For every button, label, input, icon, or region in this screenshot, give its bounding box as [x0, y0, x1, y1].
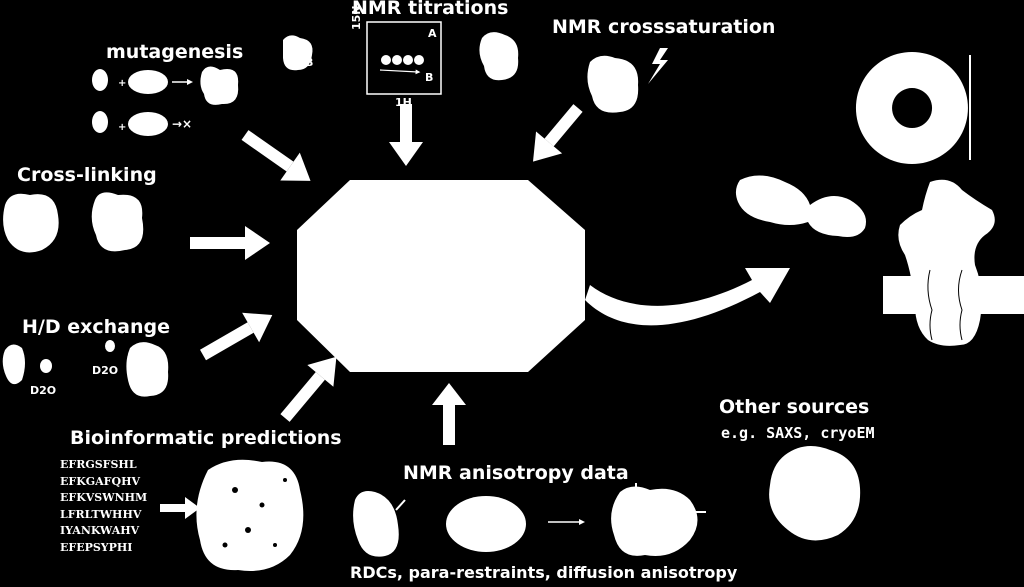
arrow-mutagenesis — [241, 130, 311, 181]
ring-complex — [855, 52, 968, 164]
nmr-label-b-blob: B — [305, 56, 314, 69]
nmr-anisotropy-title: NMR anisotropy data — [403, 462, 629, 484]
sequence-item: IYANKWAHV — [60, 524, 140, 537]
dimer-complex — [735, 175, 866, 237]
other-sources-illustration — [769, 446, 861, 541]
svg-text:→×: →× — [172, 117, 192, 131]
mutagenesis-illustration: + + →× — [92, 66, 239, 136]
sequence-item: EFKVSWNHM — [60, 491, 148, 504]
cross-linking-illustration — [3, 192, 144, 253]
sequence-item: EFEPSYPHI — [60, 540, 133, 554]
hd-exchange-d2o-2: D2O — [92, 364, 119, 377]
other-sources-title: Other sources — [719, 396, 870, 418]
output-curved-arrow — [585, 268, 790, 326]
membrane-protein — [898, 179, 995, 346]
mutagenesis-title: mutagenesis — [106, 41, 244, 63]
nmr-titrations-title: NMR titrations — [352, 0, 509, 19]
nmr-label-b: B — [425, 71, 434, 84]
cross-linking-title: Cross-linking — [17, 164, 157, 186]
sequence-list: EFRGSFSHL EFKGAFQHV EFKVSWNHM LFRLTWHHV … — [60, 457, 147, 556]
arrow-nmr-crosssaturation — [533, 104, 583, 162]
sequence-item: EFKGAFQHV — [60, 474, 141, 488]
nmr-anisotropy-illustration — [353, 483, 706, 557]
nmr-axis-1h: 1H — [395, 96, 412, 109]
nmr-titration-illustration — [283, 21, 519, 95]
nmr-crosssaturation-title: NMR crosssaturation — [552, 16, 776, 38]
hd-exchange-title: H/D exchange — [22, 316, 170, 338]
svg-text:+: + — [118, 122, 126, 133]
nmr-anisotropy-subtitle: RDCs, para-restraints, diffusion anisotr… — [350, 563, 738, 582]
nmr-spectrum-box — [366, 21, 442, 95]
arrow-nmr-anisotropy — [432, 383, 466, 445]
output-structures — [735, 52, 1024, 346]
central-integration-octagon — [297, 180, 585, 372]
arrow-sequence-to-structure — [160, 497, 200, 519]
hd-exchange-illustration — [2, 340, 169, 397]
predicted-structure-illustration — [196, 459, 304, 571]
lightning-icon — [648, 48, 668, 84]
nmr-crosssaturation-illustration — [587, 48, 668, 113]
sequence-item: EFRGSFSHL — [60, 458, 137, 471]
arrow-hd-exchange — [200, 312, 273, 361]
other-sources-subtitle: e.g. SAXS, cryoEM — [721, 424, 875, 442]
arrow-nmr-titrations — [389, 104, 423, 166]
arrow-cross-linking — [190, 226, 270, 260]
arrow-bioinformatic — [280, 356, 337, 422]
nmr-label-a: A — [428, 27, 437, 40]
nmr-axis-15n: 15N — [350, 5, 363, 30]
sequence-item: LFRLTWHHV — [60, 507, 142, 521]
hd-exchange-d2o-1: D2O — [30, 384, 57, 397]
input-arrows — [160, 104, 583, 519]
bioinformatic-title: Bioinformatic predictions — [70, 427, 342, 449]
svg-text:+: + — [118, 78, 126, 89]
